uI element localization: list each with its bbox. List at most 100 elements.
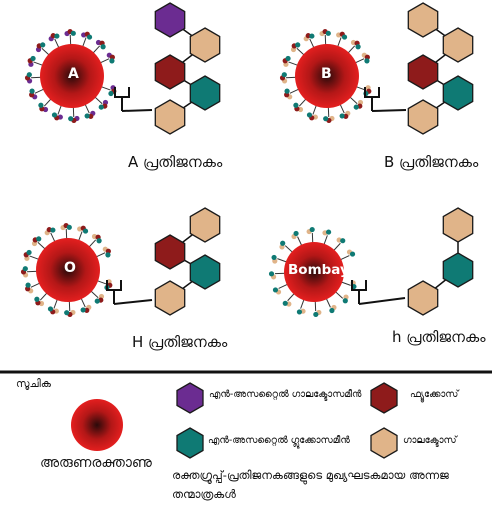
chain-link — [168, 224, 207, 299]
antigen-sugar-dot — [355, 44, 361, 50]
chain-sugar-teal — [442, 252, 474, 288]
antigen-sugar-dot — [100, 44, 106, 50]
antigen-sugar-dot — [96, 238, 102, 244]
antigen-sugar-dot — [349, 251, 356, 257]
antigen-sugar-dot — [280, 240, 286, 246]
antigen-sugar-dot — [309, 33, 315, 39]
legend-swatch-tan — [370, 427, 398, 459]
antigen-sugar-dot — [268, 271, 275, 277]
panel-a — [24, 2, 221, 135]
connector-line — [113, 299, 153, 305]
antigen-sugar-dot — [68, 116, 74, 122]
chain-sugar-tan — [189, 207, 221, 243]
legend-swatch-purple — [176, 382, 204, 414]
chain-sugar-tan — [442, 27, 474, 63]
panel-o — [20, 207, 221, 318]
antigen-sugar-dot — [313, 311, 319, 318]
panel-bombay — [268, 207, 474, 318]
antigen-sugar-dot — [36, 236, 42, 242]
connector-line — [358, 297, 406, 305]
antigen-sugar-dot — [282, 300, 288, 306]
antigen-sugar-dot — [285, 55, 291, 62]
antigen-sugar-dot — [40, 42, 46, 48]
antigen-sugar-dot — [84, 113, 90, 119]
antigen-sugar-dot — [339, 113, 345, 119]
antigen-sugar-dot — [306, 112, 313, 118]
caption-a-antigen: A പ്രതിജനകം — [128, 153, 223, 171]
red-blood-cell-o-group — [20, 222, 113, 318]
antigen-sugar-dot — [309, 226, 315, 233]
chain-sugar-teal — [189, 75, 221, 111]
legend-layer — [71, 382, 398, 459]
chain-sugar-tan — [407, 99, 439, 135]
chain-sugar-teal — [189, 254, 221, 290]
antigen-sugar-dot — [29, 88, 35, 94]
chain-sugar-teal — [442, 75, 474, 111]
antigen-sugar-dot — [80, 307, 86, 313]
antigen-sugar-dot — [26, 249, 32, 256]
chain-sugar-dark_red — [154, 234, 186, 270]
antigen-sugar-dot — [341, 34, 348, 40]
cell-label-bombay: Bombay — [288, 262, 349, 278]
antigen-sugar-dot — [342, 298, 348, 304]
antigen-sugar-dot — [38, 102, 44, 108]
antigen-sugar-dot — [64, 310, 70, 316]
antigen-sugar-dot — [293, 102, 299, 108]
red-blood-cell-b-group — [279, 28, 372, 124]
antigen-sugar-dot — [340, 238, 346, 244]
cell-label-b: B — [321, 66, 332, 82]
antigen-sugar-dot — [284, 88, 290, 94]
antigen-sugar-dot — [25, 282, 31, 288]
red-blood-cell-b — [295, 44, 359, 108]
antigen-sugar-dot — [34, 296, 40, 302]
antigen-sugar-dot — [47, 306, 54, 312]
legend-footnote-line1: രക്തഗ്രൂപ്പ്-പ്രതിജനകങ്ങളുടെ മുഖ്യഘടകമായ… — [172, 468, 449, 482]
red-blood-cell-bombay — [284, 242, 344, 302]
antigen-sugar-dot — [271, 254, 277, 261]
antigen-sugar-dot — [105, 252, 111, 258]
antigen-sugar-dot — [109, 58, 115, 64]
antigen-sugar-dot — [364, 58, 370, 64]
antigen-sugar-dot — [325, 229, 332, 235]
antigen-sugar-dot — [50, 227, 56, 233]
red-blood-cell-o — [36, 238, 100, 302]
chain-sugar-tan — [154, 99, 186, 135]
legend-label-galnac: എൻ-അസറ്റൈൽ ഗാലക്ടോസമീൻ — [209, 389, 362, 400]
cell-label-a: A — [68, 66, 79, 82]
legend-swatch-dark_red — [370, 382, 398, 414]
antigen-sugar-dot — [272, 287, 279, 293]
antigen-sugar-dot — [293, 230, 299, 237]
antigen-sugar-dot — [70, 30, 76, 36]
connector-line — [121, 109, 153, 112]
caption-b-antigen: B പ്രതിജനകം — [384, 153, 479, 171]
connector-line — [371, 109, 407, 112]
chain-sugar-tan — [407, 2, 439, 38]
antigen-sugar-dot — [51, 112, 58, 118]
antigen-sugar-dot — [94, 298, 100, 304]
legend — [71, 382, 398, 459]
chain-sugar-dark_red — [154, 54, 186, 90]
antigen-sugar-dot — [66, 224, 72, 230]
caption-h-lower-antigen: h പ്രതിജനകം — [392, 328, 486, 346]
red-blood-cell-bombay-group — [268, 226, 357, 318]
antigen-sugar-dot — [108, 90, 114, 97]
connector-bracket — [114, 87, 130, 98]
legend-label-fucose: ഫ്യൂക്കോസ് — [410, 389, 459, 400]
chain-sugar-tan — [189, 27, 221, 63]
legend-rbc-label: അരുണരക്താണു — [40, 455, 152, 471]
antigen-sugar-dot — [353, 104, 359, 110]
antigen-sugar-dot — [323, 116, 329, 122]
panel-b — [279, 2, 474, 135]
antigen-sugar-dot — [281, 72, 287, 78]
antigen-sugar-dot — [86, 34, 93, 40]
chain-sugar-dark_red — [407, 54, 439, 90]
caption-h-antigen: H പ്രതിജനകം — [132, 333, 228, 351]
legend-title: സൂചിക — [16, 378, 51, 390]
antigen-sugar-dot — [26, 72, 32, 78]
antigen-sugar-dot — [30, 55, 36, 62]
legend-label-galactose: ഗാലക്ടോസ് — [403, 435, 457, 446]
chain-sugar-tan — [442, 207, 474, 243]
antigen-sugar-dot — [22, 266, 28, 272]
red-blood-cell-a-group — [24, 28, 117, 124]
